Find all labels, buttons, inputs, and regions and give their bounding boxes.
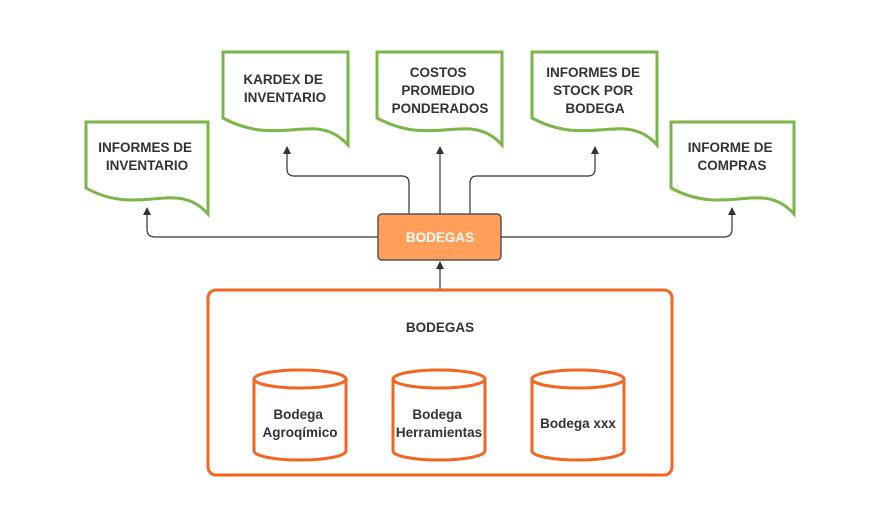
- database-label-line: Bodega: [412, 407, 462, 422]
- document-label-line: COSTOS: [410, 65, 467, 80]
- container-title: BODEGAS: [406, 320, 474, 335]
- document-label-line: INFORMES DE: [98, 140, 192, 155]
- hub-node-bodegas: BODEGAS: [377, 213, 502, 261]
- document-label-line: INFORMES DE: [546, 65, 640, 80]
- svg-text:COSTOS PROMEDIO PO: COSTOS PROMEDIO PONDERADOS: [392, 65, 489, 116]
- svg-text:INFORMES DE STOCK POR: INFORMES DE STOCK POR BODEGA: [546, 65, 644, 116]
- connector-to-informe-compras: [501, 207, 736, 238]
- svg-text:Bodega xxx: Bodega xxx: [540, 416, 616, 431]
- database-xxx: Bodega xxx: [530, 368, 626, 462]
- document-label-line: STOCK POR: [553, 83, 633, 98]
- connector-to-informes-stock: [469, 146, 599, 214]
- document-label-line: KARDEX DE: [243, 72, 323, 87]
- database-herramientas: Bodega Herramientas: [391, 368, 487, 462]
- document-label-line: INVENTARIO: [106, 158, 188, 173]
- document-costos-promedio: COSTOS PROMEDIO PONDERADOS: [375, 50, 504, 149]
- connector-to-informes-inventario: [143, 207, 378, 238]
- connector-to-kardex-inventario: [283, 146, 410, 214]
- database-label-line: Bodega: [273, 407, 323, 422]
- database-agroquimico: Bodega Agroqímico: [252, 368, 348, 462]
- svg-text:Bodega Herramientas: Bodega Herramientas: [396, 407, 482, 440]
- document-label-line: BODEGA: [565, 101, 625, 116]
- document-informes-inventario: INFORMES DE INVENTARIO: [84, 120, 210, 218]
- database-label-line: Bodega xxx: [540, 416, 616, 431]
- document-informes-stock: INFORMES DE STOCK POR BODEGA: [530, 50, 659, 149]
- document-label-line: INVENTARIO: [244, 90, 326, 105]
- document-informe-compras: INFORME DE COMPRAS: [669, 120, 796, 218]
- svg-text:INFORME DE COMPRAS: INFORME DE COMPRAS: [688, 140, 777, 173]
- document-label-line: PROMEDIO: [401, 83, 475, 98]
- hub-label: BODEGAS: [406, 230, 474, 245]
- database-label-line: Herramientas: [396, 425, 482, 440]
- svg-text:Bodega Agroqímico: Bodega Agroqímico: [262, 407, 337, 440]
- svg-text:KARDEX DE INVENTARIO: KARDEX DE INVENTARIO: [243, 72, 326, 105]
- database-label-line: Agroqímico: [262, 425, 337, 440]
- svg-text:INFORMES DE INVENTARIO: INFORMES DE INVENTARIO: [98, 140, 196, 173]
- document-label-line: PONDERADOS: [392, 101, 489, 116]
- document-label-line: INFORME DE: [688, 140, 773, 155]
- connectors: [143, 146, 736, 289]
- document-kardex-inventario: KARDEX DE INVENTARIO: [221, 50, 350, 149]
- document-label-line: COMPRAS: [697, 158, 766, 173]
